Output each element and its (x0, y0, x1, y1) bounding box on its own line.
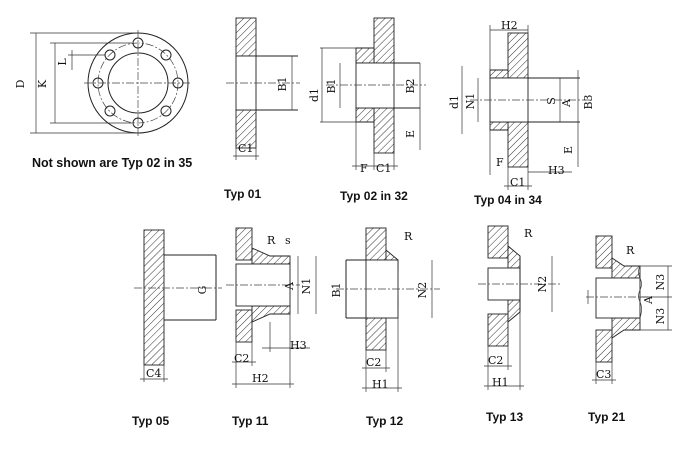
typ-01-drawing: B1 C1 (226, 17, 300, 160)
label-C1-typ02: C1 (376, 162, 391, 175)
label-C2-typ13: C2 (488, 354, 503, 367)
label-s: s (285, 234, 291, 247)
label-N2-typ13: N2 (536, 276, 549, 293)
label-B2: B2 (404, 78, 417, 93)
label-R-typ21: R (626, 244, 635, 257)
label-C1: C1 (238, 142, 253, 155)
label-R-typ11: R (267, 234, 276, 247)
label-H3-typ11: H3 (290, 339, 307, 352)
label-N2-typ12: N2 (416, 282, 429, 299)
label-E-typ04: E (562, 146, 575, 154)
label-G: G (196, 286, 209, 295)
label-d1-typ04: d1 (448, 95, 461, 109)
label-A: A (560, 98, 573, 108)
caption-typ-04: Typ 04 in 34 (474, 193, 542, 207)
label-B1-typ12: B1 (330, 282, 343, 297)
label-E: E (404, 130, 417, 138)
caption-typ-13: Typ 13 (486, 410, 523, 424)
label-C2-typ11: C2 (234, 352, 249, 365)
label-B1: B1 (276, 76, 289, 91)
caption-typ-11: Typ 11 (232, 414, 269, 428)
typ-02-drawing: d1 B1 B2 E F C1 (308, 17, 426, 175)
typ-12-drawing: B1 R N2 C2 H1 (330, 227, 440, 392)
caption-typ-12: Typ 12 (366, 414, 403, 428)
label-N3-upper: N3 (654, 274, 667, 291)
label-F: F (360, 162, 368, 175)
label-R-typ13: R (524, 227, 533, 240)
caption-typ-21: Typ 21 (588, 410, 625, 424)
label-H3: H3 (548, 164, 565, 177)
label-N1: N1 (464, 93, 477, 110)
label-B1-typ02: B1 (325, 78, 338, 93)
label-N1-typ11: N1 (300, 278, 313, 295)
typ-05-drawing: G C4 (134, 229, 222, 382)
label-D: D (14, 79, 27, 88)
flange-front-view: D K L (14, 30, 192, 136)
typ-21-drawing: R A N3 N3 C3 (586, 235, 672, 384)
label-H2-typ11: H2 (252, 372, 269, 385)
label-H1-typ12: H1 (372, 378, 389, 391)
typ-11-drawing: R s A N1 C2 H3 H2 (226, 227, 317, 388)
label-H2: H2 (501, 19, 518, 32)
typ-04-drawing: H2 d1 N1 S A B3 E C1 F H3 (448, 19, 595, 190)
label-C3: C3 (596, 368, 611, 381)
caption-typ-05: Typ 05 (132, 414, 169, 428)
label-A-typ11: A (283, 281, 296, 291)
label-L: L (56, 58, 69, 66)
label-B3: B3 (582, 94, 595, 109)
typ-13-drawing: R N2 C2 H1 (478, 225, 560, 390)
label-A-typ21: A (642, 295, 655, 305)
label-C1-typ04: C1 (510, 176, 525, 189)
not-shown-note: Not shown are Typ 02 in 35 (32, 156, 192, 170)
caption-typ-01: Typ 01 (224, 187, 261, 201)
label-K: K (36, 79, 49, 88)
label-F-typ04: F (496, 156, 504, 169)
label-C4: C4 (146, 367, 161, 380)
label-R-typ12: R (404, 230, 413, 243)
label-C2-typ12: C2 (366, 356, 381, 369)
label-N3-lower: N3 (654, 308, 667, 325)
label-S: S (545, 97, 558, 105)
label-H1-typ13: H1 (492, 376, 509, 389)
label-d1: d1 (308, 88, 321, 102)
bolt-holes (92, 37, 184, 129)
caption-typ-02: Typ 02 in 32 (340, 189, 408, 203)
